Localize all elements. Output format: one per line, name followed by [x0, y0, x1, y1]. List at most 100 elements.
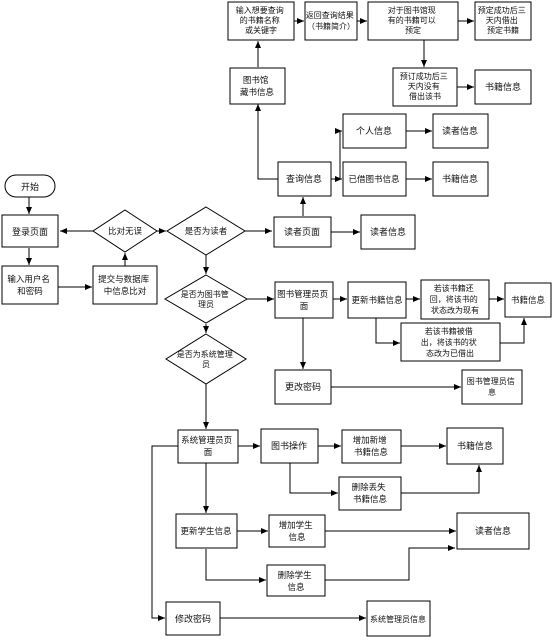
edge-deletestudent-readerinfo	[325, 545, 455, 581]
reserve-success-line-1: 预定成功后三	[478, 5, 526, 15]
reader-info-1-node: 读者信息	[360, 214, 416, 250]
enter-query-line-2: 的书籍名称	[240, 15, 280, 25]
enter-query-line-1: 输入想要查询	[236, 5, 284, 15]
reserve-existing-line-1: 对于图书馆现	[388, 5, 436, 15]
reader-page-label: 读者页面	[284, 226, 320, 238]
is-reader-decision: 是否为读者	[166, 206, 246, 256]
edge-borrowed-bookinfo	[500, 318, 527, 344]
change-password-2-node: 修改密码	[165, 601, 221, 636]
update-book-info-label: 更新书籍信息	[351, 295, 403, 306]
change-password-2-label: 修改密码	[175, 613, 211, 625]
delete-student-line-2: 信息	[287, 582, 305, 593]
start-label: 开始	[21, 181, 39, 193]
reader-info-1-label: 读者信息	[370, 226, 406, 238]
svg-text:预定成功后三 天内借出 预定: 预定成功后三 天内借出 预定书籍	[478, 5, 529, 35]
add-book-line-2: 书籍信息	[354, 447, 389, 458]
book-info-4-label: 书籍信息	[457, 440, 493, 452]
delete-book-node: 删除丢失 书籍信息	[338, 476, 402, 511]
input-credentials-node: 输入用户名 和密码	[1, 265, 59, 305]
login-page-node: 登录页面	[1, 214, 59, 248]
reserve-success-line-3: 预定书籍	[487, 25, 519, 35]
input-credentials-line-2: 和密码	[17, 286, 43, 297]
enter-query-node: 输入想要查询 的书籍名称 或关键字	[227, 1, 295, 41]
reserve-timeout-line-2: 天内没有	[408, 81, 440, 91]
query-info-node: 查询信息	[277, 161, 332, 197]
submit-compare-line-2: 中信息比对	[104, 286, 147, 297]
librarian-page-line-2: 面	[300, 302, 309, 312]
svg-text:返回查询结果 （书籍简介）: 返回查询结果 （书籍简介）	[306, 10, 357, 31]
svg-text:图书馆 藏书信息: 图书馆 藏书信息	[240, 75, 275, 98]
library-collection-line-2: 藏书信息	[240, 87, 275, 98]
svg-text:输入想要查询 的书籍名称 或: 输入想要查询 的书籍名称 或关键字	[236, 5, 287, 35]
change-password-1-label: 更改密码	[285, 381, 321, 393]
delete-book-line-1: 删除丢失	[352, 482, 387, 493]
borrowed-books-label: 已借图书信息	[348, 174, 400, 185]
reserve-existing-line-2: 有的书籍可以	[388, 15, 436, 25]
library-collection-node: 图书馆 藏书信息	[229, 67, 286, 105]
svg-text:是否为图书管 理员: 是否为图书管 理员	[181, 289, 232, 309]
librarian-info-line-2: 息	[488, 387, 496, 397]
add-student-line-1: 增加学生	[279, 520, 314, 531]
svg-text:删除丢失 书籍信息: 删除丢失 书籍信息	[352, 482, 389, 505]
reserve-success-line-2: 天内借出	[486, 15, 518, 25]
add-book-node: 增加新增 书籍信息	[341, 429, 402, 464]
edge-bookops-delete	[289, 463, 338, 496]
personal-info-node: 个人信息	[342, 113, 407, 149]
update-student-node: 更新学生信息	[175, 513, 238, 549]
connectors	[26, 18, 527, 621]
book-returned-line-3: 状态改为现有	[431, 305, 479, 315]
edge-updatestudent-delete	[205, 549, 266, 583]
book-returned-node: 若该书籍还 回，将该书的 状态改为现有	[420, 279, 490, 320]
svg-text:是否为系统管理 员: 是否为系统管理 员	[177, 349, 236, 369]
svg-text:删除学生 信息: 删除学生 信息	[278, 570, 315, 593]
book-borrowed-line-2: 出，将该书的状	[421, 337, 477, 347]
is-sysadmin-line-2: 员	[202, 360, 210, 369]
svg-text:提交与数据库 中信息比对: 提交与数据库 中信息比对	[98, 274, 152, 297]
book-info-2-node: 书籍信息	[474, 69, 532, 105]
book-info-3-label: 书籍信息	[511, 295, 546, 306]
book-borrowed-node: 若该书籍被借 出，将该书的状 态改为已借出	[400, 322, 501, 362]
update-book-info-node: 更新书籍信息	[347, 281, 407, 319]
change-password-1-node: 更改密码	[274, 369, 332, 405]
return-result-line-2: （书籍简介）	[307, 21, 355, 31]
svg-text:若该书籍还 回，将该书的 状: 若该书籍还 回，将该书的 状态改为现有	[430, 283, 481, 315]
reserve-timeout-node: 预订成功后三 天内没有 借出该书	[392, 67, 458, 107]
input-credentials-line-1: 输入用户名	[7, 274, 50, 285]
librarian-info-node: 图书管理员信 息	[461, 369, 523, 405]
svg-text:对于图书馆现 有的书籍可以: 对于图书馆现 有的书籍可以 预定	[388, 5, 439, 35]
book-info-3-node: 书籍信息	[504, 282, 552, 318]
enter-query-line-3: 或关键字	[245, 25, 277, 35]
reserve-timeout-line-1: 预订成功后三	[400, 71, 448, 81]
svg-text:图书管理员信 息: 图书管理员信 息	[467, 376, 518, 397]
svg-text:若该书籍被借 出，将该书的状: 若该书籍被借 出，将该书的状 态改为已借出	[421, 326, 480, 358]
reserve-existing-node: 对于图书馆现 有的书籍可以 预定	[367, 1, 459, 41]
svg-text:输入用户名 和密码: 输入用户名 和密码	[7, 274, 52, 297]
book-info-2-label: 书籍信息	[485, 81, 521, 93]
librarian-page-node: 图书管理员页 面	[274, 281, 334, 319]
reader-info-2-node: 读者信息	[432, 113, 489, 149]
reader-page-node: 读者页面	[273, 216, 332, 248]
delete-student-node: 删除学生 信息	[266, 564, 326, 597]
compare-ok-decision: 比对无误	[92, 209, 158, 253]
edge-sys-changepw2	[151, 445, 178, 621]
book-borrowed-line-3: 态改为已借出	[426, 348, 474, 358]
book-ops-label: 图书操作	[271, 440, 307, 452]
book-returned-line-1: 若该书籍还	[434, 283, 474, 293]
reader-info-3-label: 读者信息	[475, 525, 511, 537]
reader-info-3-node: 读者信息	[456, 512, 530, 550]
update-student-label: 更新学生信息	[180, 526, 232, 537]
sysadmin-page-node: 系统管理员页 面	[177, 429, 239, 464]
edge-update-borrowed	[375, 317, 400, 346]
is-librarian-decision: 是否为图书管 理员	[164, 274, 248, 324]
return-result-node: 返回查询结果 （书籍简介）	[304, 1, 358, 41]
add-student-node: 增加学生 信息	[268, 514, 326, 548]
svg-text:增加学生 信息: 增加学生 信息	[279, 520, 316, 543]
book-info-1-label: 书籍信息	[442, 173, 478, 185]
reserve-timeout-line-3: 借出该书	[409, 91, 441, 101]
personal-info-label: 个人信息	[356, 125, 392, 137]
library-collection-line-1: 图书馆	[243, 75, 269, 86]
reader-info-2-label: 读者信息	[442, 125, 478, 137]
delete-student-line-1: 删除学生	[278, 570, 313, 581]
sysadmin-page-line-2: 面	[204, 448, 213, 458]
